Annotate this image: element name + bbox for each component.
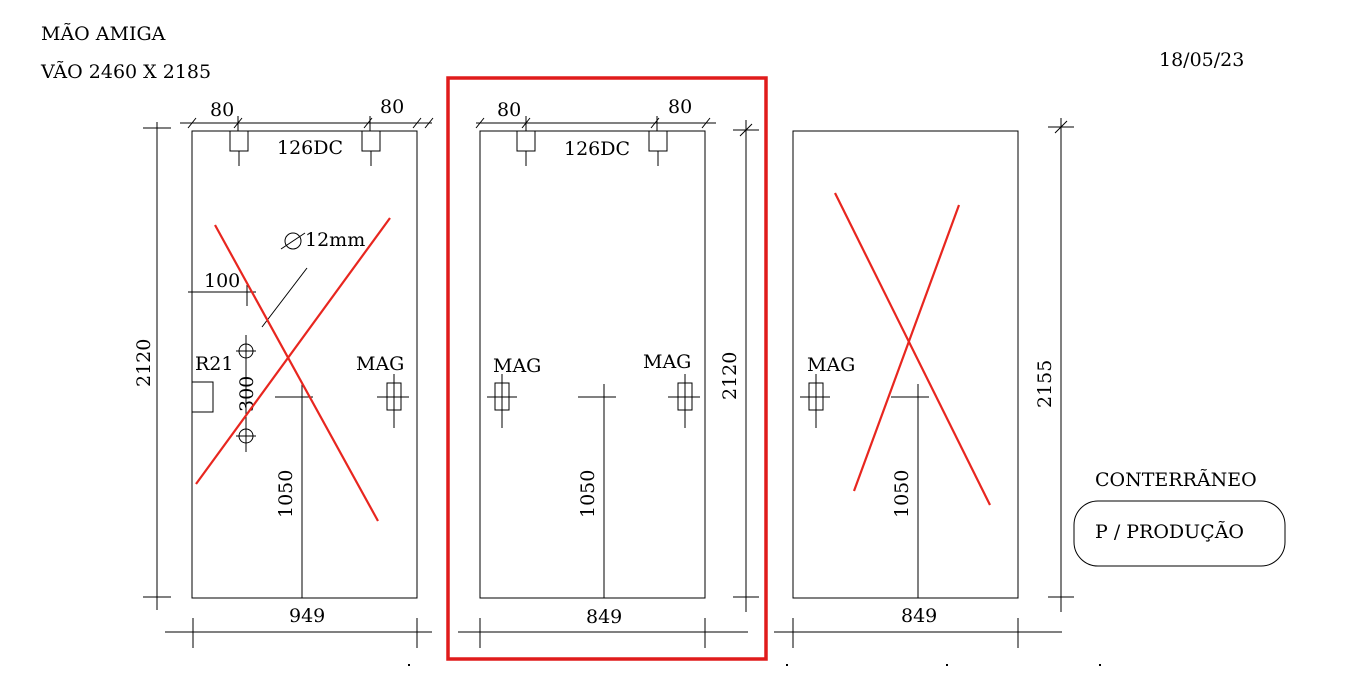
- panel-middle-outline: [479, 130, 706, 599]
- panel-left-hole-label: 12mm: [305, 229, 365, 251]
- panel-left-top-label: 126DC: [277, 137, 343, 159]
- panel-left-cross-b: [195, 217, 391, 485]
- drawing-date: 18/05/23: [1159, 49, 1244, 71]
- panel-left-outline: [191, 130, 418, 599]
- client-name: MÃO AMIGA: [41, 23, 166, 45]
- panel-right-cross-a: [834, 192, 991, 506]
- panel-middle-hinge-right: [648, 131, 668, 166]
- panel-left-width-label: 949: [289, 605, 325, 627]
- panel-left-hinge-left-dim: 80: [210, 99, 234, 121]
- panel-left-lock-r21: [192, 381, 214, 413]
- panel-middle-mag-right-label: MAG: [643, 351, 691, 373]
- panel-left-hole-leader: [261, 267, 308, 328]
- panel-left-cross-a: [214, 224, 379, 522]
- panel-middle-hinge-left-dim: 80: [497, 99, 521, 121]
- panel-middle: 80 80 126DC MAG MAG 1050 2120 849: [446, 76, 768, 661]
- panel-middle-mag-left-label: MAG: [493, 355, 541, 377]
- panel-left-r-label: R21: [195, 353, 233, 375]
- panel-right-height-label: 2155: [1034, 360, 1056, 408]
- panel-middle-highlight-frame: [446, 76, 768, 661]
- hole-diameter-icon: [284, 232, 302, 250]
- panel-middle-hinge-left: [516, 131, 536, 166]
- panel-middle-height-label: 2120: [719, 352, 741, 400]
- panel-left-mag-label: MAG: [356, 353, 404, 375]
- panel-left-height-label: 2120: [133, 339, 155, 387]
- note-title: CONTERRÃNEO: [1095, 469, 1257, 491]
- note-badge-frame: [1073, 500, 1286, 567]
- panel-middle-top-label: 126DC: [564, 138, 630, 160]
- panel-left-hinge-left: [229, 131, 249, 166]
- panel-right-width-label: 849: [901, 605, 937, 627]
- panel-left-offset-label: 100: [204, 270, 240, 292]
- panel-right: MAG 1050 2155 849: [774, 118, 1074, 648]
- panel-left-spacing-label: 300: [236, 376, 258, 412]
- panel-right-outline: [792, 130, 1019, 599]
- note-badge-label: P / PRODUÇÃO: [1095, 521, 1244, 543]
- panel-left-handle-label: 1050: [275, 470, 297, 518]
- panel-right-mag-label: MAG: [807, 354, 855, 376]
- panel-middle-width-label: 849: [586, 606, 622, 628]
- panel-right-cross-b: [852, 204, 961, 492]
- panel-middle-handle-label: 1050: [577, 470, 599, 518]
- panel-left-hinge-right-dim: 80: [380, 96, 404, 118]
- opening-size: VÃO 2460 X 2185: [40, 61, 211, 83]
- panel-right-handle-label: 1050: [891, 470, 913, 518]
- panel-middle-hinge-right-dim: 80: [668, 96, 692, 118]
- panel-left-hinge-right: [361, 131, 381, 166]
- panel-left: 80 80 126DC 2120 12mm 100 300 R21 MAG: [133, 96, 434, 648]
